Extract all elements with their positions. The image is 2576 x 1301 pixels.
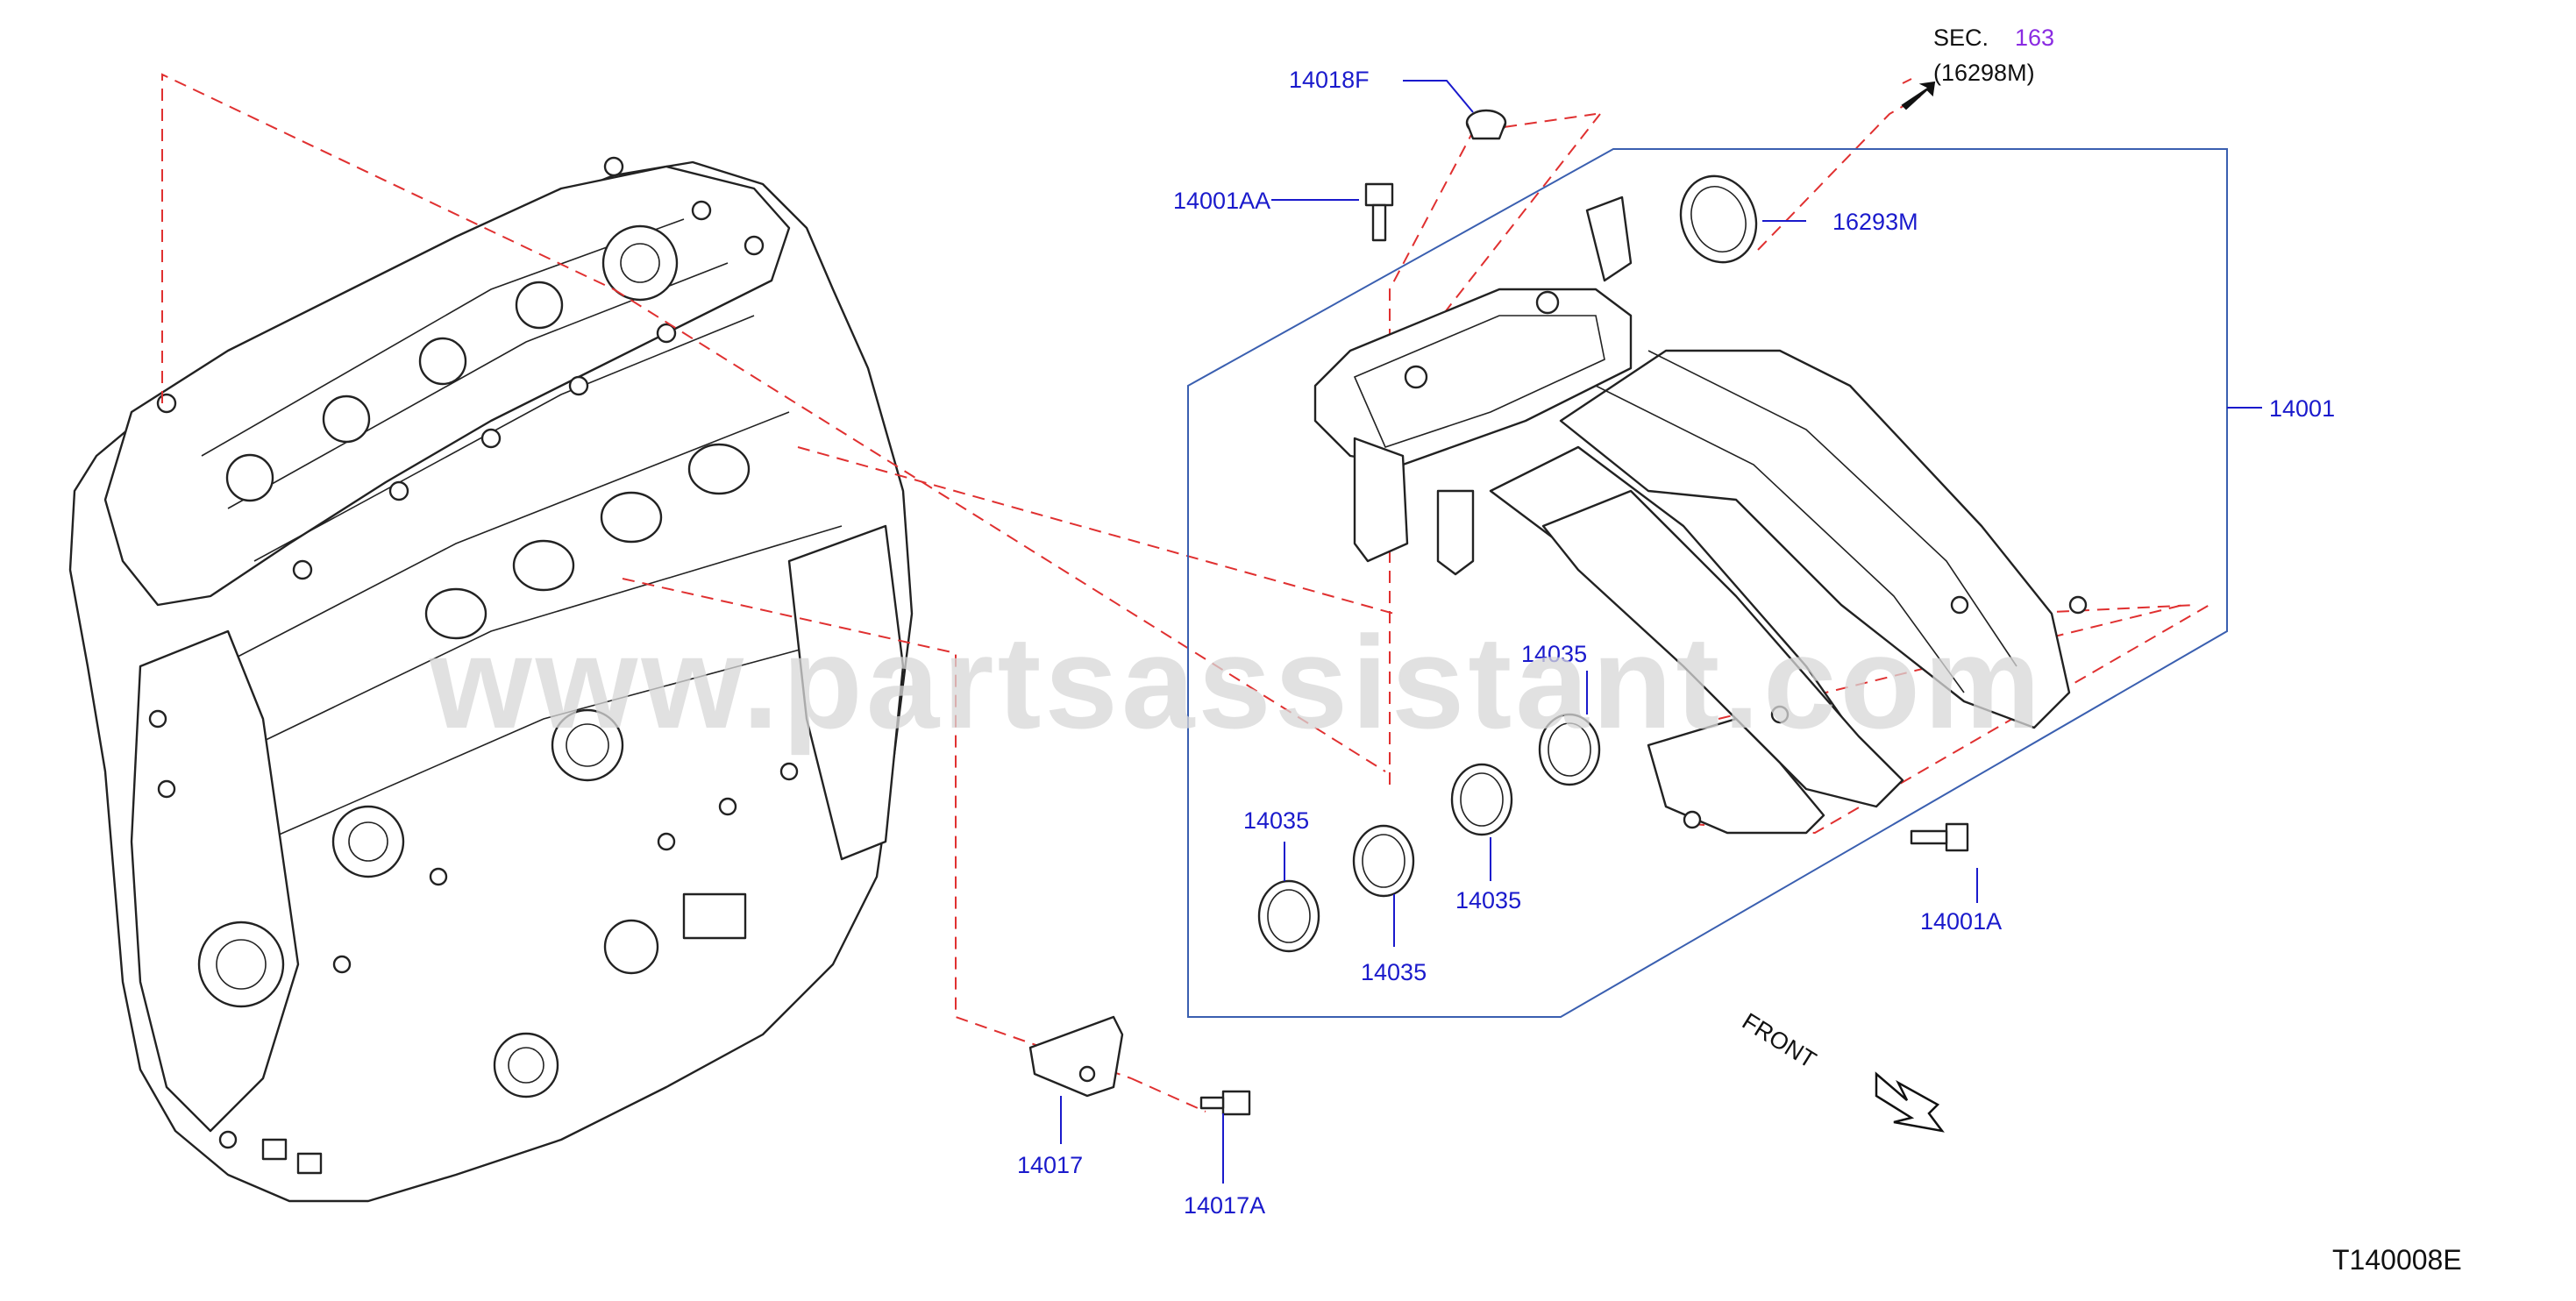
callout-14017A[interactable]: 14017A (1184, 1192, 1265, 1219)
gasket-16293M-icon[interactable] (1669, 166, 1768, 274)
callout-leaders (1060, 80, 2262, 1184)
bolt-14001AA-icon[interactable] (1364, 182, 1394, 242)
callout-14035-d[interactable]: 14035 (1455, 887, 1521, 914)
front-label: FRONT (1738, 1008, 1821, 1074)
bracket-14017-icon[interactable] (1028, 1015, 1124, 1098)
gasket-14035-icon[interactable] (1538, 713, 1601, 786)
callout-14001[interactable]: 14001 (2269, 395, 2335, 422)
callout-14035-b[interactable]: 14035 (1243, 807, 1309, 834)
cap-14018F-icon[interactable] (1465, 109, 1507, 140)
engine-assembly-illustration (68, 156, 914, 1203)
intake-manifold-illustration[interactable] (1313, 196, 2088, 835)
callout-14017[interactable]: 14017 (1017, 1152, 1083, 1178)
intake-manifold-group-frame (1187, 148, 2228, 1018)
gasket-14035-icon[interactable] (1257, 879, 1320, 953)
section-ref-sub: (16298M) (1933, 60, 2035, 86)
diagram-code: T140008E (2332, 1244, 2462, 1276)
bolt-14001A-icon[interactable] (1910, 822, 1969, 852)
callout-14001AA[interactable]: 14001AA (1173, 188, 1270, 214)
section-arrow-icon (1901, 81, 1936, 110)
gasket-14035-icon[interactable] (1450, 763, 1513, 836)
callout-14001A[interactable]: 14001A (1920, 908, 2002, 935)
watermark: www.partsassistant.com (429, 608, 2044, 756)
bolt-14017A-icon[interactable] (1199, 1090, 1251, 1116)
section-ref-prefix: SEC. (1933, 25, 1989, 51)
callout-16293M[interactable]: 16293M (1832, 209, 1918, 235)
front-arrow-icon (1875, 1071, 1945, 1133)
section-ref-link[interactable]: 163 (2015, 25, 2054, 51)
gasket-14035-icon[interactable] (1352, 824, 1415, 898)
callout-14018F[interactable]: 14018F (1289, 67, 1370, 93)
callout-14035-a[interactable]: 14035 (1521, 641, 1587, 667)
callout-14035-c[interactable]: 14035 (1361, 959, 1427, 985)
